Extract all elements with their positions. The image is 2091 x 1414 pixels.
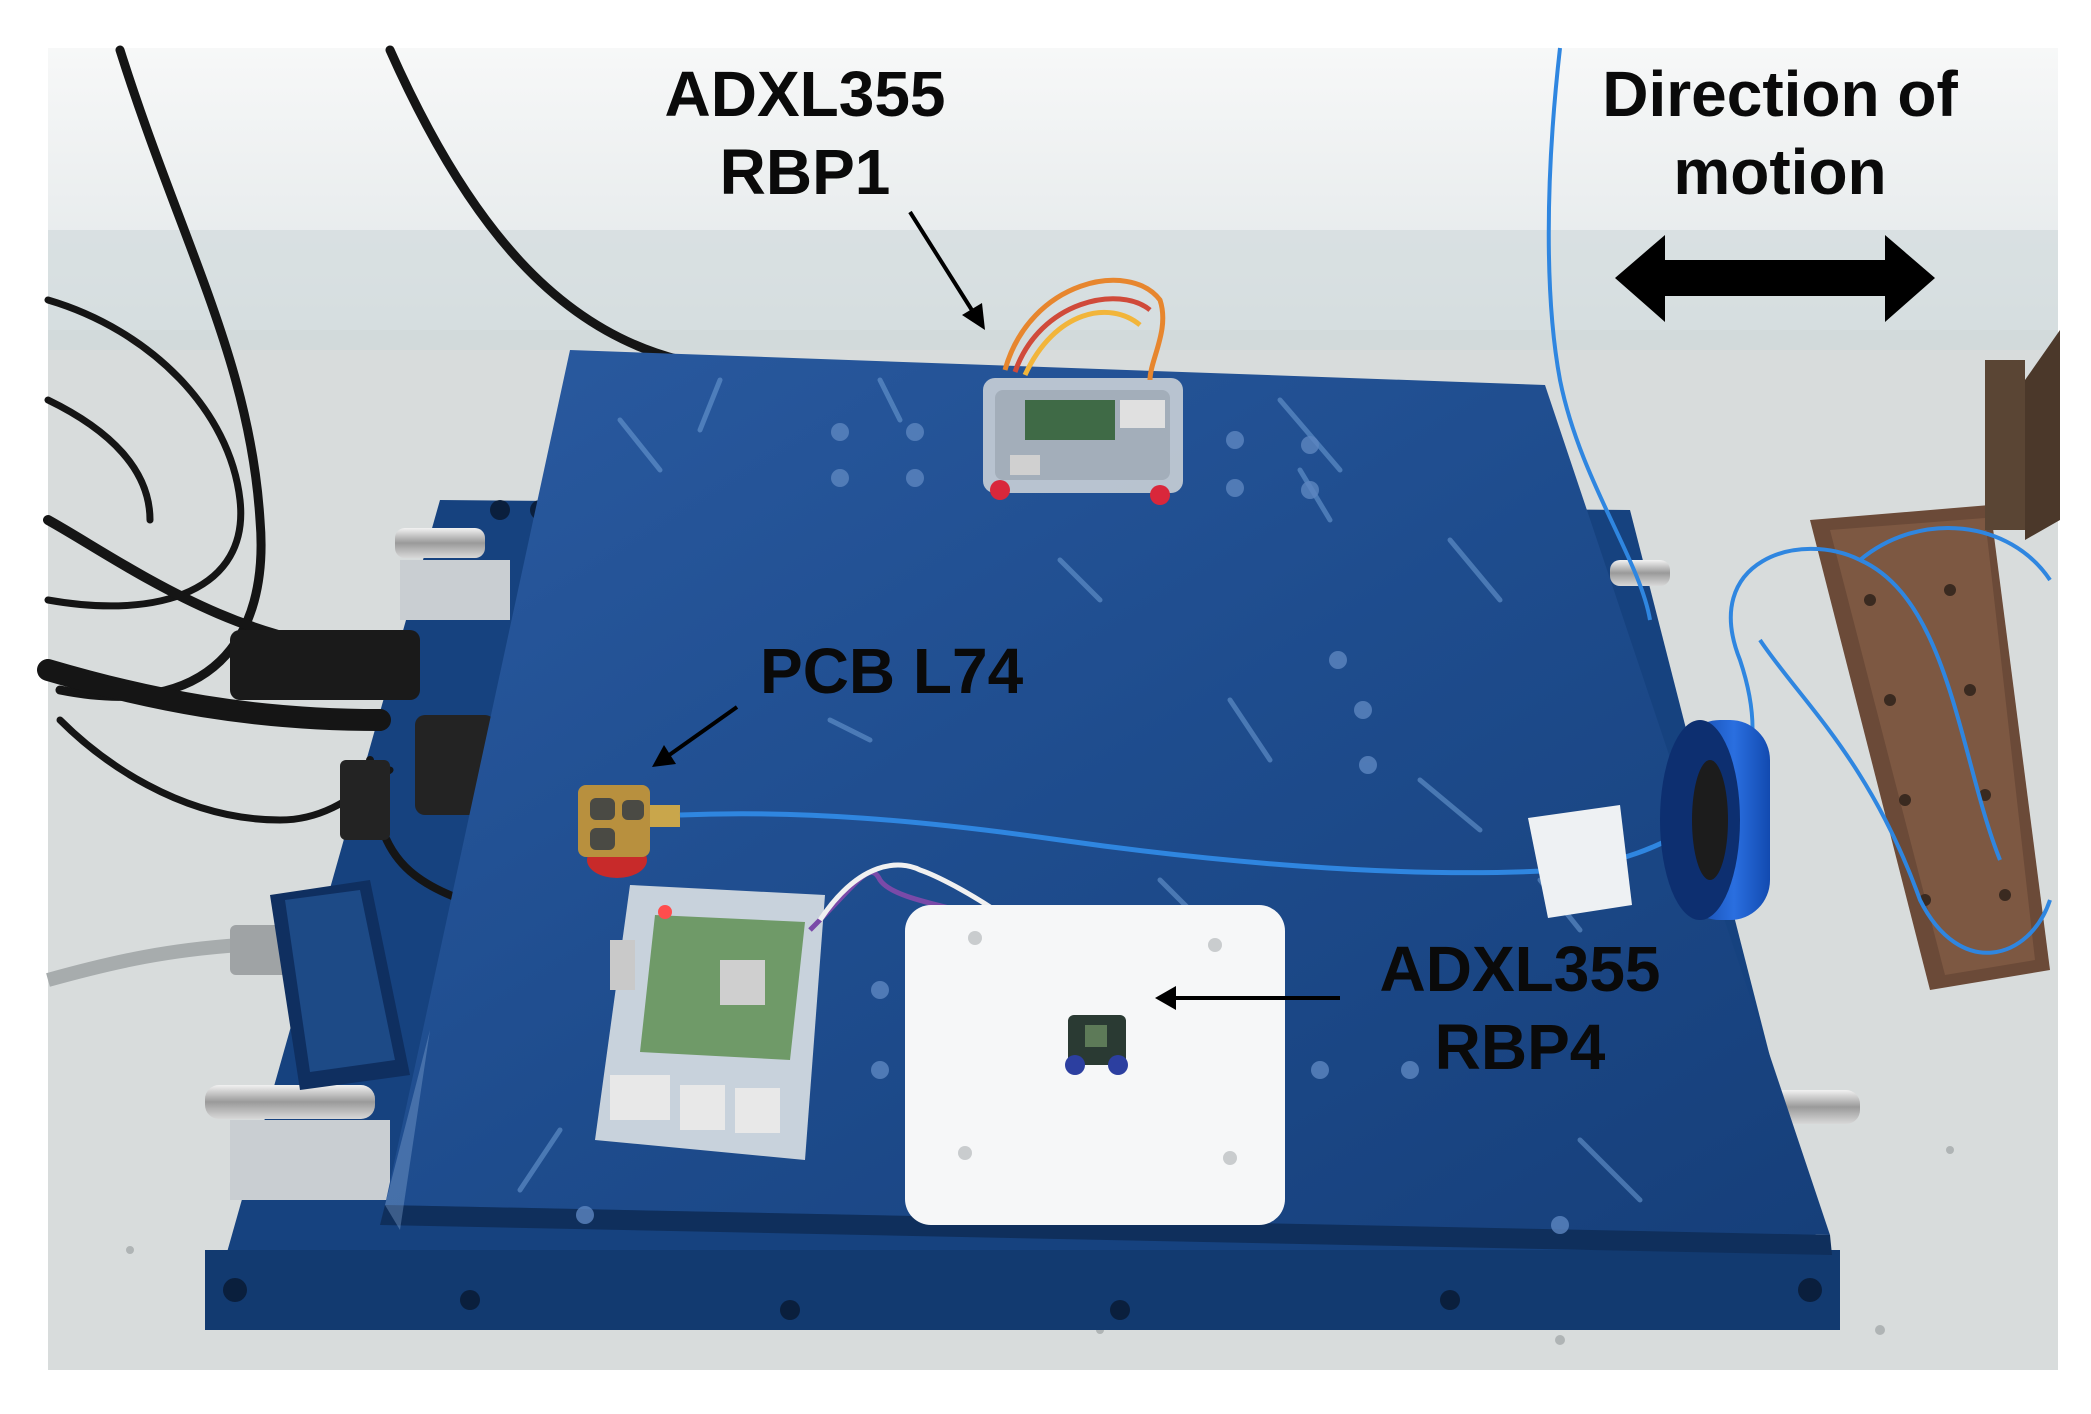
raspberry-pi-rbp4 [595, 885, 825, 1160]
actuator-motor [1660, 720, 1770, 920]
label-adxl355-rbp4: ADXL355 RBP4 [1360, 930, 1680, 1086]
label-adxl355-rbp1: ADXL355 RBP1 [640, 55, 970, 211]
adxl355-sensor-rbp4 [1065, 1015, 1128, 1075]
raspberry-pi-rbp1 [983, 277, 1183, 505]
pcb-l74-sensor [578, 785, 680, 878]
shaker-controller [270, 880, 410, 1090]
label-rbp1-line2: RBP1 [719, 136, 891, 209]
label-rbp1-line1: ADXL355 [664, 58, 946, 130]
white-tape [1528, 805, 1632, 918]
label-direction-line1: Direction of [1602, 58, 1958, 130]
double-arrow [1615, 235, 1935, 322]
label-direction-line2: motion [1673, 136, 1887, 209]
label-rbp4-line1: ADXL355 [1379, 933, 1661, 1005]
label-direction-of-motion: Direction of motion [1560, 55, 2000, 211]
label-pcb-l74: PCB L74 [760, 632, 1024, 710]
label-pcb-line1: PCB L74 [760, 635, 1024, 707]
steel-frame [1810, 330, 2060, 990]
label-rbp4-line2: RBP4 [1434, 1011, 1606, 1084]
annotation-arrows [652, 210, 1340, 1010]
